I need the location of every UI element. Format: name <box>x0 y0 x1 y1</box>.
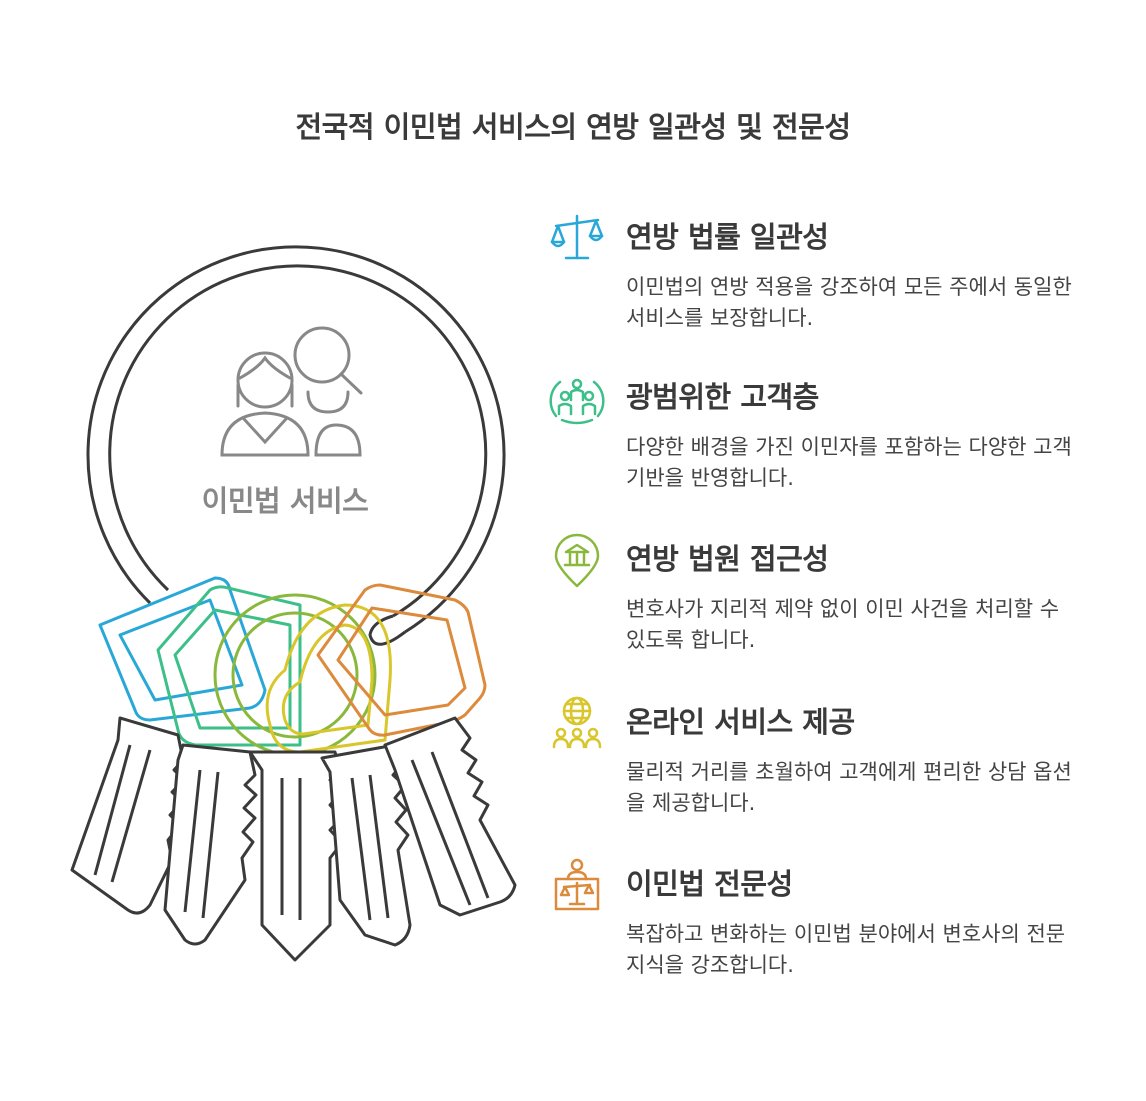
item-heading: 연방 법원 접근성 <box>626 542 829 576</box>
item-description: 이민법의 연방 적용을 강조하여 모든 주에서 동일한 서비스를 보장합니다. <box>626 275 1072 330</box>
item-immigration-expertise: 이민법 전문성 복잡하고 변화하는 이민법 분야에서 변호사의 전문 지식을 강… <box>548 857 1108 977</box>
item-description: 다양한 배경을 가진 이민자를 포함하는 다양한 고객 기반을 반영합니다. <box>626 435 1072 490</box>
item-heading: 광범위한 고객층 <box>626 380 819 414</box>
key-green <box>156 585 302 747</box>
people-search-icon <box>220 326 363 457</box>
item-federal-law-consistency: 연방 법률 일관성 이민법의 연방 적용을 강조하여 모든 주에서 동일한 서비… <box>548 210 1108 330</box>
keyring-ring <box>86 245 506 646</box>
key-blue <box>98 576 267 722</box>
item-description: 변호사가 지리적 제약 없이 이민 사건을 처리할 수 있도록 합니다. <box>626 597 1060 652</box>
item-heading: 온라인 서비스 제공 <box>626 705 855 739</box>
center-label: 이민법 서비스 <box>201 484 369 518</box>
key-blades <box>70 716 517 962</box>
globe-people-icon <box>552 696 602 749</box>
item-heading: 이민법 전문성 <box>626 867 793 901</box>
scales-icon <box>550 214 604 260</box>
item-heading: 연방 법률 일관성 <box>626 220 829 254</box>
item-description: 복잡하고 변화하는 이민법 분야에서 변호사의 전문 지식을 강조합니다. <box>626 922 1066 977</box>
lawyer-podium-icon <box>554 858 600 911</box>
item-broad-clientele: 광범위한 고객층 다양한 배경을 가진 이민자를 포함하는 다양한 고객 기반을… <box>548 370 1108 490</box>
item-description: 물리적 거리를 초월하여 고객에게 편리한 상담 옵션을 제공합니다. <box>626 760 1072 815</box>
page-title: 전국적 이민법 서비스의 연방 일관성 및 전문성 <box>295 110 852 144</box>
key-orange <box>316 583 487 737</box>
item-federal-court-access: 연방 법원 접근성 변호사가 지리적 제약 없이 이민 사건을 처리할 수 있도… <box>548 532 1108 652</box>
diverse-people-icon <box>549 378 605 425</box>
item-online-services: 온라인 서비스 제공 물리적 거리를 초월하여 고객에게 편리한 상담 옵션을 … <box>548 695 1108 815</box>
courthouse-pin-icon <box>554 533 600 588</box>
